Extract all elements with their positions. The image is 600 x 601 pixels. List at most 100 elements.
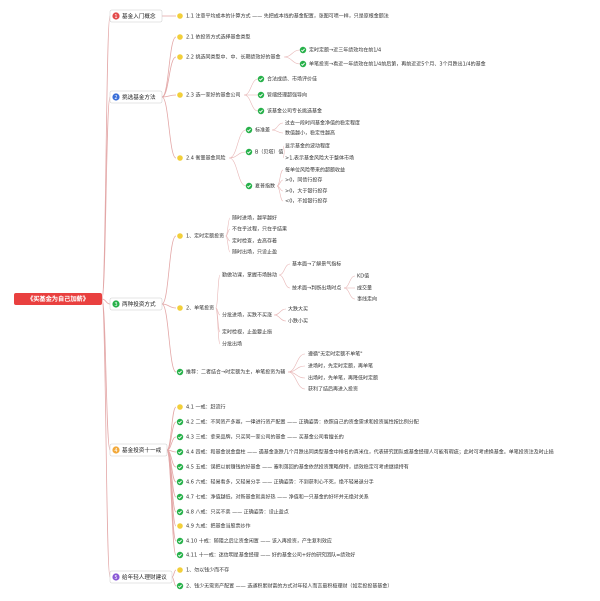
check-icon — [257, 75, 265, 83]
node-label: 4.8 八戒：只买不卖 —— 正确姿势：设止盈点 — [186, 509, 289, 516]
node-label: 数值越小，稳定性越高 — [285, 130, 335, 137]
node-dot — [177, 155, 183, 161]
badge-number: 2 — [114, 95, 117, 101]
connector-line — [284, 56, 301, 65]
connector-line — [271, 122, 284, 131]
branch-box — [109, 570, 173, 584]
connector-line — [287, 365, 306, 373]
node-label: 推荐：二者结合→时定额为主，单笔投资为辅 — [186, 369, 285, 376]
check-icon — [299, 60, 307, 68]
node-label: 定时检查，去高存着 — [232, 238, 277, 245]
node-label: 不在乎过程，只在乎结果 — [232, 226, 287, 233]
node-label: 每单位风险带来的超额收益 — [285, 167, 345, 174]
node-label: 分批出场 — [222, 341, 242, 348]
connector-line — [271, 129, 284, 134]
connector-line — [225, 235, 231, 253]
node-label: 2.3 选一家好的基金公司 — [186, 92, 241, 99]
connector-line — [343, 287, 356, 300]
connector-line — [101, 298, 111, 578]
node-label: >0，同债行投存 — [285, 177, 322, 184]
node-label: <0，不如银行投存 — [285, 198, 327, 205]
branch-box — [109, 9, 163, 23]
node-label: 2.1 依投资方式选择基金类型 — [186, 34, 251, 41]
node-label: 2、单笔投资 — [186, 305, 214, 312]
node-label: 随时进场，越早越好 — [232, 215, 277, 222]
check-icon — [176, 493, 184, 501]
node-label: 4.4 四戒：和基金说金盘柱 —— 遇基金涨跌几个月跌出同类型基金中排名的真米位… — [186, 449, 554, 456]
connector-line — [229, 151, 247, 159]
connector-line — [166, 421, 177, 451]
number-badge: 2 — [112, 93, 120, 101]
badge-number: 3 — [114, 302, 117, 308]
connector-line — [161, 36, 177, 98]
node-label: 4.1 一戒：赶流行 — [186, 404, 226, 411]
node-label: 1、定时定额投资 — [186, 233, 224, 240]
connector-line — [284, 49, 301, 58]
node-label: 成交量 — [357, 285, 372, 292]
connector-line — [215, 307, 221, 345]
node-label: 大跌大买 — [288, 306, 308, 313]
root-title: 《买基金为自己加薪》 — [27, 295, 89, 303]
check-icon — [245, 182, 253, 190]
check-icon — [257, 107, 265, 115]
connector-line — [166, 436, 177, 451]
check-icon — [176, 582, 184, 590]
node-label: 基本面→了解景气指标 — [292, 261, 341, 268]
node-label: 标准差 — [255, 127, 270, 134]
node-label: 事线走向 — [357, 296, 377, 303]
branch-label: 挑选基金方法 — [122, 93, 156, 101]
connector-line — [171, 576, 177, 587]
badge-number: 4 — [114, 448, 117, 454]
branch-box — [109, 297, 163, 311]
connector-line — [282, 151, 286, 159]
check-icon — [245, 148, 253, 156]
check-icon — [176, 368, 184, 376]
node-label: 定时检视，止盈要止损 — [222, 329, 272, 336]
node-label: 2、钱少无需资产配置 —— 选通积累财富的方式对年轻人而言最积极理财（如定投投基… — [186, 583, 392, 590]
node-label: 显示基金的波动程度 — [285, 143, 330, 150]
check-icon — [176, 478, 184, 486]
connector-line — [101, 298, 111, 305]
node-dot — [177, 13, 183, 19]
node-label: 4.5 五戒：误把以前赚钱的好基金 —— 塞利落回的基金依然投资策略保持，绩效稳… — [186, 464, 409, 471]
node-label: 1.1 注意平均成本的计算方式 —— 先把成本线的基金配置，张图可喷一样，只是原… — [186, 13, 389, 20]
check-icon — [176, 448, 184, 456]
root-node — [14, 293, 102, 305]
connector-line — [244, 94, 259, 112]
check-icon — [245, 126, 253, 134]
node-label: 技术面→判断出场时点 — [292, 285, 341, 292]
check-icon — [176, 551, 184, 559]
connector-line — [273, 308, 287, 316]
connector-line — [276, 185, 284, 202]
check-icon — [176, 433, 184, 441]
connector-line — [161, 94, 177, 98]
node-label: 4.10 十戒：随阻之后让资金闲置 —— 该入再投资，产生复利效应 — [186, 538, 332, 545]
check-icon — [176, 463, 184, 471]
connector-line — [161, 96, 177, 159]
node-label: 遵循"无定时定额不单笔" — [308, 351, 363, 358]
node-dot — [177, 305, 183, 311]
node-label: 管缩经理超强导向 — [267, 92, 307, 99]
check-icon — [176, 418, 184, 426]
connector-line — [229, 157, 247, 187]
node-label: 夏普指数 — [255, 183, 275, 190]
branch-box — [109, 90, 163, 104]
node-label: 获利了结后再进入投资 — [308, 386, 358, 393]
node-label: 进场时，先定时定额，再单笔 — [308, 363, 373, 370]
branch-label: 基金入门概念 — [122, 12, 156, 20]
check-icon — [176, 537, 184, 545]
connector-line — [287, 371, 306, 390]
check-icon — [176, 508, 184, 516]
node-dot — [177, 233, 183, 239]
connector-line — [244, 78, 259, 96]
number-badge: 5 — [112, 573, 120, 581]
node-label: 4.6 六戒：轻易看多，又轻易分手 —— 正确姿势：不到获利心不死，绝不轻易退分… — [186, 479, 374, 486]
node-dot — [177, 404, 183, 410]
branch-box — [109, 443, 168, 457]
branch-label: 给年轻人理财建议 — [122, 573, 167, 581]
node-label: >0，大于银行投存 — [285, 188, 327, 195]
node-dot — [177, 92, 183, 98]
badge-number: 5 — [114, 575, 117, 581]
